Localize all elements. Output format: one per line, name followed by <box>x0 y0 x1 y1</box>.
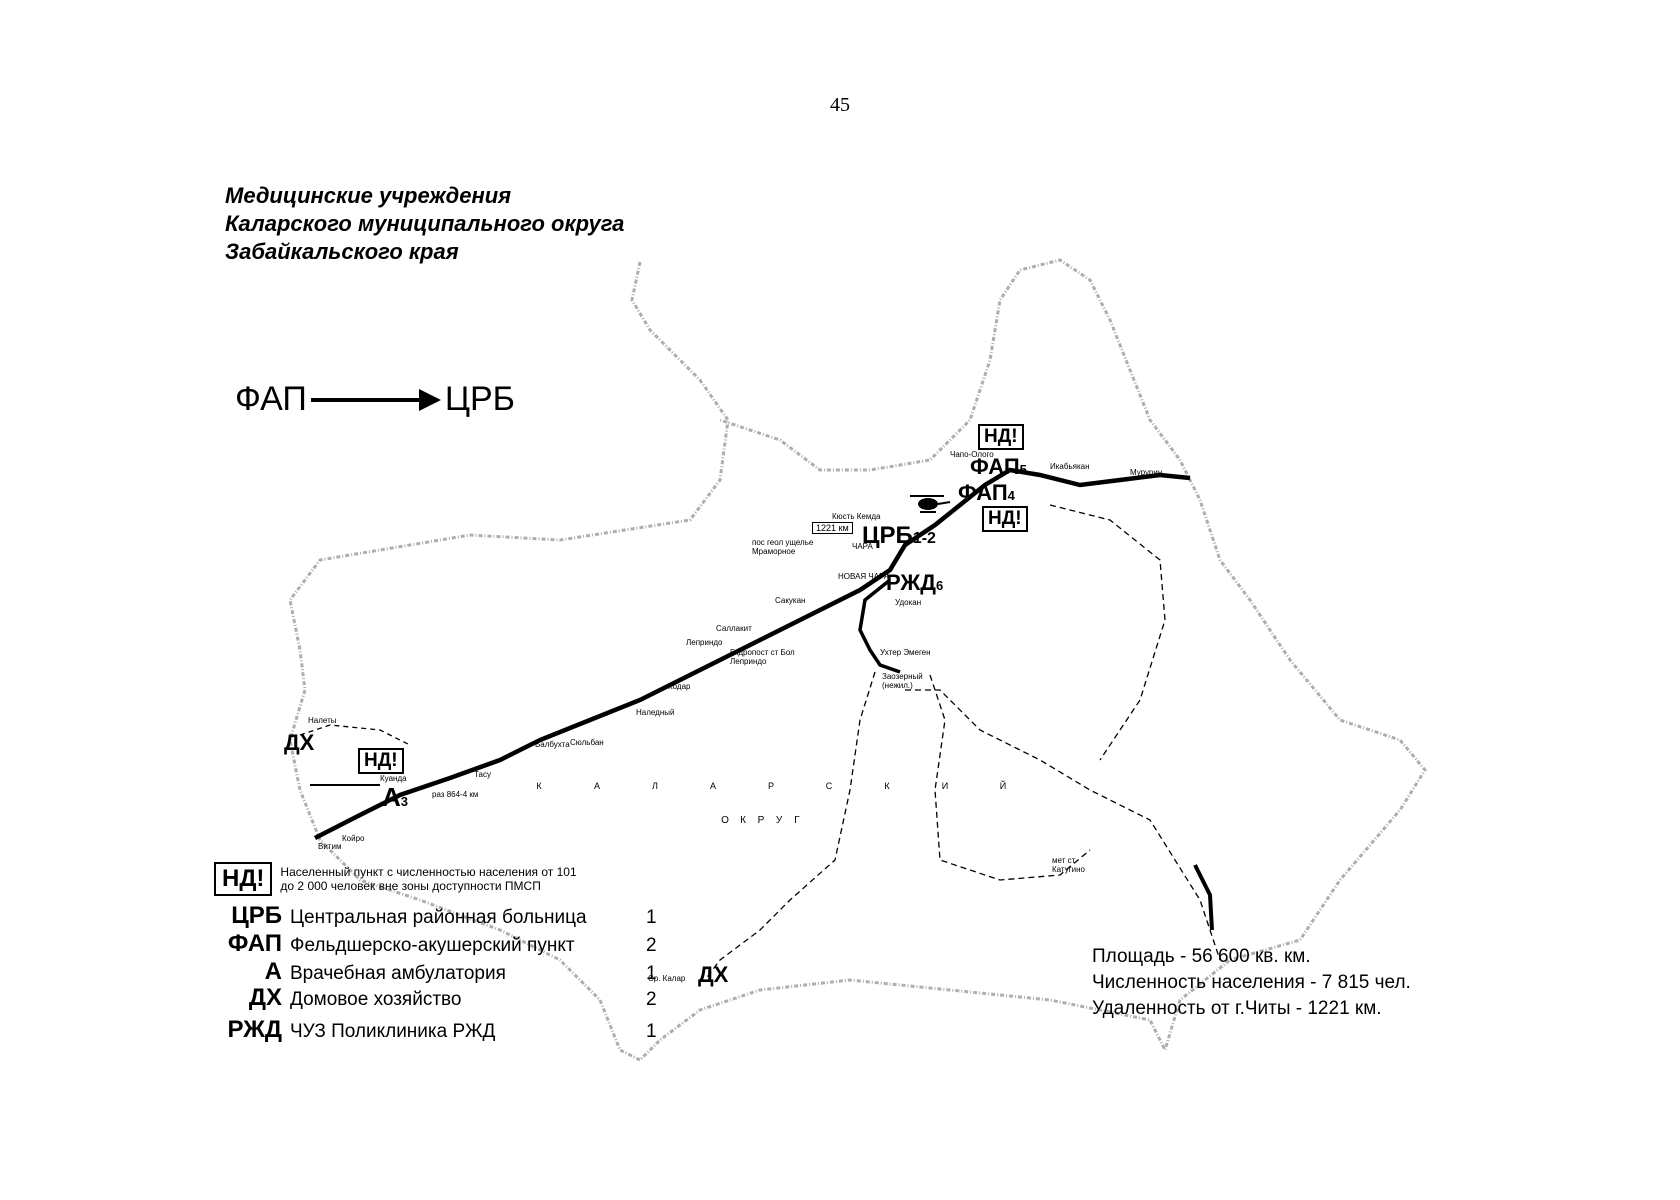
place-label: Койро <box>342 834 365 843</box>
title-line-3: Забайкальского края <box>225 239 459 264</box>
place-label: пос геол ущелье Мраморное <box>752 538 814 556</box>
legend-nd-box: НД! <box>214 862 273 896</box>
flow-from: ФАП <box>235 380 307 418</box>
place-label: Ср. Калар <box>648 974 686 983</box>
district-border <box>288 258 1427 1062</box>
place-label: Заозерный (нежил.) <box>882 672 923 690</box>
inner-boundary <box>905 689 1221 961</box>
place-label: Тасу <box>474 770 491 779</box>
place-label: Саллакит <box>716 624 752 633</box>
district-stats: Площадь - 56 600 кв. км. Численность нас… <box>1092 944 1411 1022</box>
legend-row: ДХ Домовое хозяйство 2 <box>248 984 657 1011</box>
legend-row: ФАП Фельдшерско-акушерский пункт 2 <box>227 930 657 957</box>
place-label: раз 864-4 км <box>432 790 479 799</box>
stat-distance: Удаленность от г.Читы - 1221 км. <box>1092 998 1382 1019</box>
place-label: Кюсть Кемда <box>832 512 881 521</box>
place-label: Витим <box>318 842 342 851</box>
nd-marker: НД! <box>978 424 1024 450</box>
nd-marker: НД! <box>358 748 404 774</box>
crb-marker: ЦРБ1-2 <box>862 522 936 549</box>
place-label: Гидропост ст Бол Леприндо <box>730 648 795 666</box>
place-label: Леприндо <box>686 638 723 647</box>
fap-marker-5: ФАП5 <box>970 454 1027 479</box>
place-label: Чапо-Олого <box>950 450 994 459</box>
place-label: Наледный <box>636 708 675 717</box>
place-label: мет ст Катугино <box>1052 856 1085 874</box>
dx-marker: ДХ <box>698 962 729 987</box>
place-label: Налеты <box>308 716 337 725</box>
distance-box: 1221 км <box>812 522 853 534</box>
legend-nd-desc: Населенный пункт с численностью населени… <box>280 865 577 893</box>
stat-area: Площадь - 56 600 кв. км. <box>1092 946 1311 967</box>
fap-marker-4: ФАП4 <box>958 480 1015 505</box>
map-title: Медицинские учреждения Каларского муници… <box>225 182 624 266</box>
place-label: Сакукан <box>775 596 806 605</box>
place-label: ЧАРА <box>852 542 873 551</box>
railway-line <box>313 467 1191 841</box>
place-label: НОВАЯ ЧАРА <box>838 572 890 581</box>
legend: ЦРБ Центральная районная больница 1 ФАП … <box>210 902 690 1062</box>
inner-boundary <box>929 674 1091 881</box>
place-label: Кодар <box>668 682 691 691</box>
nd-marker: НД! <box>982 506 1028 532</box>
place-label: Балбухта <box>535 740 570 749</box>
legend-row: А Врачебная амбулатория 1 <box>264 958 657 985</box>
page-number: 45 <box>830 94 850 116</box>
road-south <box>858 578 901 674</box>
referral-flow: ФАП ЦРБ <box>235 380 515 419</box>
flow-to: ЦРБ <box>444 380 515 418</box>
rzhd-marker: РЖД6 <box>886 570 944 595</box>
legend-row: ЦРБ Центральная районная больница 1 <box>231 902 657 929</box>
place-label: Сюльбан <box>570 738 604 747</box>
inner-boundary <box>299 724 411 746</box>
stat-population: Численность населения - 7 815 чел. <box>1092 972 1411 993</box>
title-line-2: Каларского муниципального округа <box>225 211 625 236</box>
place-label: Икабьякан <box>1050 462 1090 471</box>
road-east-segment <box>1193 864 1214 931</box>
dx-marker: ДХ <box>284 730 315 755</box>
place-label: Куанда <box>380 774 407 783</box>
place-label: Удокан <box>895 598 922 607</box>
a-marker: А3 <box>382 782 409 812</box>
flow-arrow-icon <box>310 388 441 411</box>
inner-boundary <box>1049 504 1166 761</box>
place-label: Мурурин <box>1130 468 1163 477</box>
legend-row: РЖД ЧУЗ Поликлиника РЖД 1 <box>227 1016 657 1043</box>
helicopter-icon <box>910 495 951 513</box>
legend-nd: НД! Населенный пункт с численностью насе… <box>214 862 577 896</box>
inner-boundary <box>704 671 876 981</box>
place-label: Ухтер Эмеген <box>880 648 931 657</box>
title-line-1: Медицинские учреждения <box>225 183 512 208</box>
